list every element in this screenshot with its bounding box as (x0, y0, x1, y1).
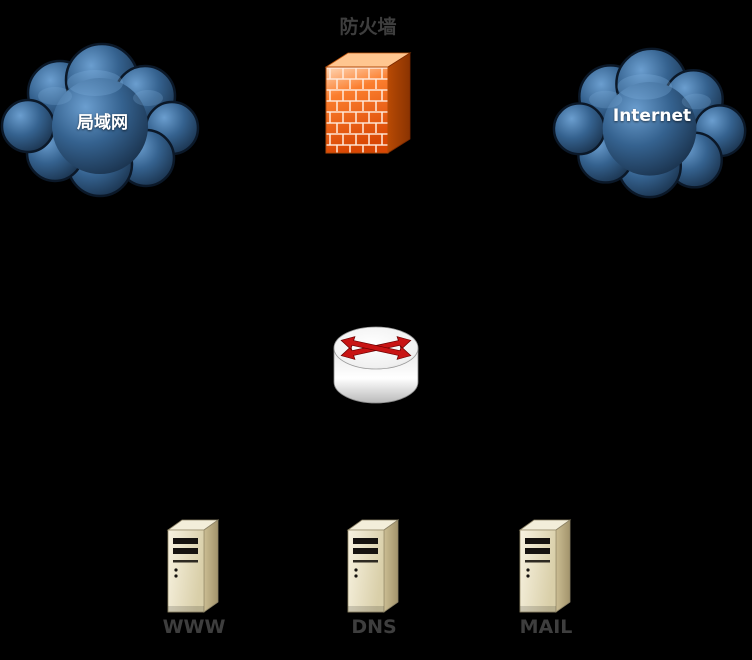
router-icon (333, 326, 419, 404)
cloud-icon (552, 42, 752, 200)
router-node (330, 318, 422, 412)
router-arrows-icon (340, 336, 412, 360)
server-dns-node (338, 510, 410, 618)
lan-cloud-node: 局域网 (0, 38, 205, 198)
server-icon (510, 510, 582, 618)
server-icon (158, 510, 230, 618)
firewall-icon (324, 52, 412, 154)
server-icon (338, 510, 410, 618)
internet-cloud-node: Internet (552, 42, 752, 200)
server-dns-label: DNS (351, 616, 397, 638)
firewall-node (322, 45, 414, 157)
cloud-icon (0, 38, 205, 198)
firewall-label: 防火墙 (339, 16, 397, 38)
server-mail-node (510, 510, 582, 618)
server-mail-label: MAIL (519, 616, 573, 638)
server-www-node (158, 510, 230, 618)
server-www-label: WWW (162, 616, 226, 638)
